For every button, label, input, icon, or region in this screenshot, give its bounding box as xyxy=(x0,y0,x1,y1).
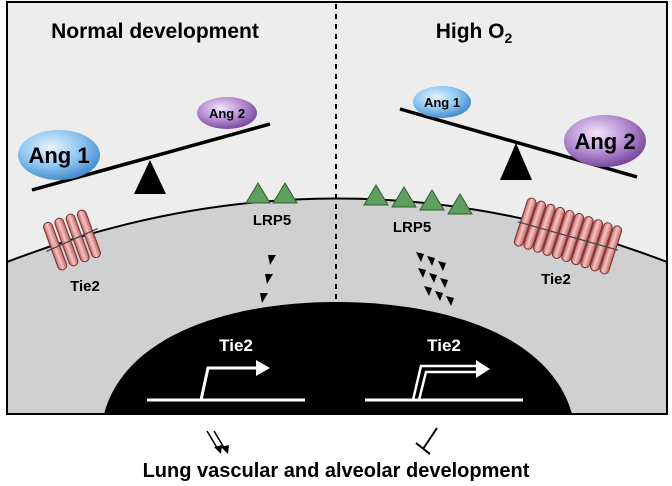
left-ang2-bubble xyxy=(197,97,257,129)
signal-arrowhead-icon xyxy=(265,274,273,284)
signal-arrowhead-icon xyxy=(418,268,426,278)
right-panel-title-main: High O xyxy=(436,20,505,43)
nucleus xyxy=(104,302,572,414)
signal-arrowhead-icon xyxy=(416,252,424,262)
left-tie2-label: Tie2 xyxy=(70,278,100,295)
inhibit-tbar-icon xyxy=(415,427,438,455)
right-ang2-label: Ang 2 xyxy=(574,129,635,154)
fulcrum-triangle-icon xyxy=(500,143,532,180)
left-gene-label: Tie2 xyxy=(219,336,253,355)
right-tie2-receptor xyxy=(512,196,624,276)
outcome-label: Lung vascular and alveolar development xyxy=(143,460,530,482)
fulcrum-triangle-icon xyxy=(134,160,166,194)
right-ang1-label: Ang 1 xyxy=(424,95,460,110)
signal-arrowhead-icon xyxy=(268,255,276,265)
gene-promoter-arrow-icon xyxy=(417,370,478,401)
left-panel-title: Normal development xyxy=(51,20,259,43)
gene-promoter-arrow-icon xyxy=(411,364,478,401)
right-panel-title: High O2 xyxy=(436,20,513,46)
left-ang1-bubble xyxy=(18,130,100,180)
signal-arrowhead-icon xyxy=(446,296,454,306)
signal-arrowhead-icon xyxy=(438,261,446,271)
left-ang1-label: Ang 1 xyxy=(28,143,89,168)
signal-arrowhead-icon xyxy=(260,293,268,303)
right-panel-title-subscript: 2 xyxy=(505,30,513,46)
gene-promoter-arrow-icon xyxy=(199,366,258,401)
right-lrp5-label: LRP5 xyxy=(393,219,431,236)
left-tie2-receptor xyxy=(41,208,103,272)
right-ang2-bubble xyxy=(564,115,646,167)
diagram-frame xyxy=(6,1,668,415)
lrp5-triangle-icon xyxy=(272,182,298,204)
right-tie2-label: Tie2 xyxy=(541,271,571,288)
right-ang1-bubble xyxy=(413,86,471,118)
left-signal-arrows xyxy=(260,255,276,303)
gene-promoter-arrowhead xyxy=(256,360,270,376)
left-ang2-label: Ang 2 xyxy=(209,106,245,121)
lrp5-triangle-icon xyxy=(447,193,473,215)
signal-arrowhead-icon xyxy=(440,278,448,288)
right-gene-label: Tie2 xyxy=(427,336,461,355)
signal-arrowhead-icon xyxy=(435,291,443,301)
right-signal-arrows xyxy=(416,252,454,306)
signal-arrowhead-icon xyxy=(424,286,432,296)
signal-arrowhead-icon xyxy=(427,256,435,266)
stimulate-double-arrow-icon xyxy=(206,430,229,454)
left-seesaw-beam xyxy=(31,122,271,192)
lrp5-triangle-icon xyxy=(391,186,417,208)
signal-arrowhead-icon xyxy=(429,273,437,283)
left-lrp5-label: LRP5 xyxy=(253,212,291,229)
gene-promoter-arrowhead xyxy=(476,360,490,378)
lrp5-triangle-icon xyxy=(245,182,271,204)
lrp5-triangle-icon xyxy=(419,189,445,211)
lrp5-triangle-icon xyxy=(363,184,389,206)
